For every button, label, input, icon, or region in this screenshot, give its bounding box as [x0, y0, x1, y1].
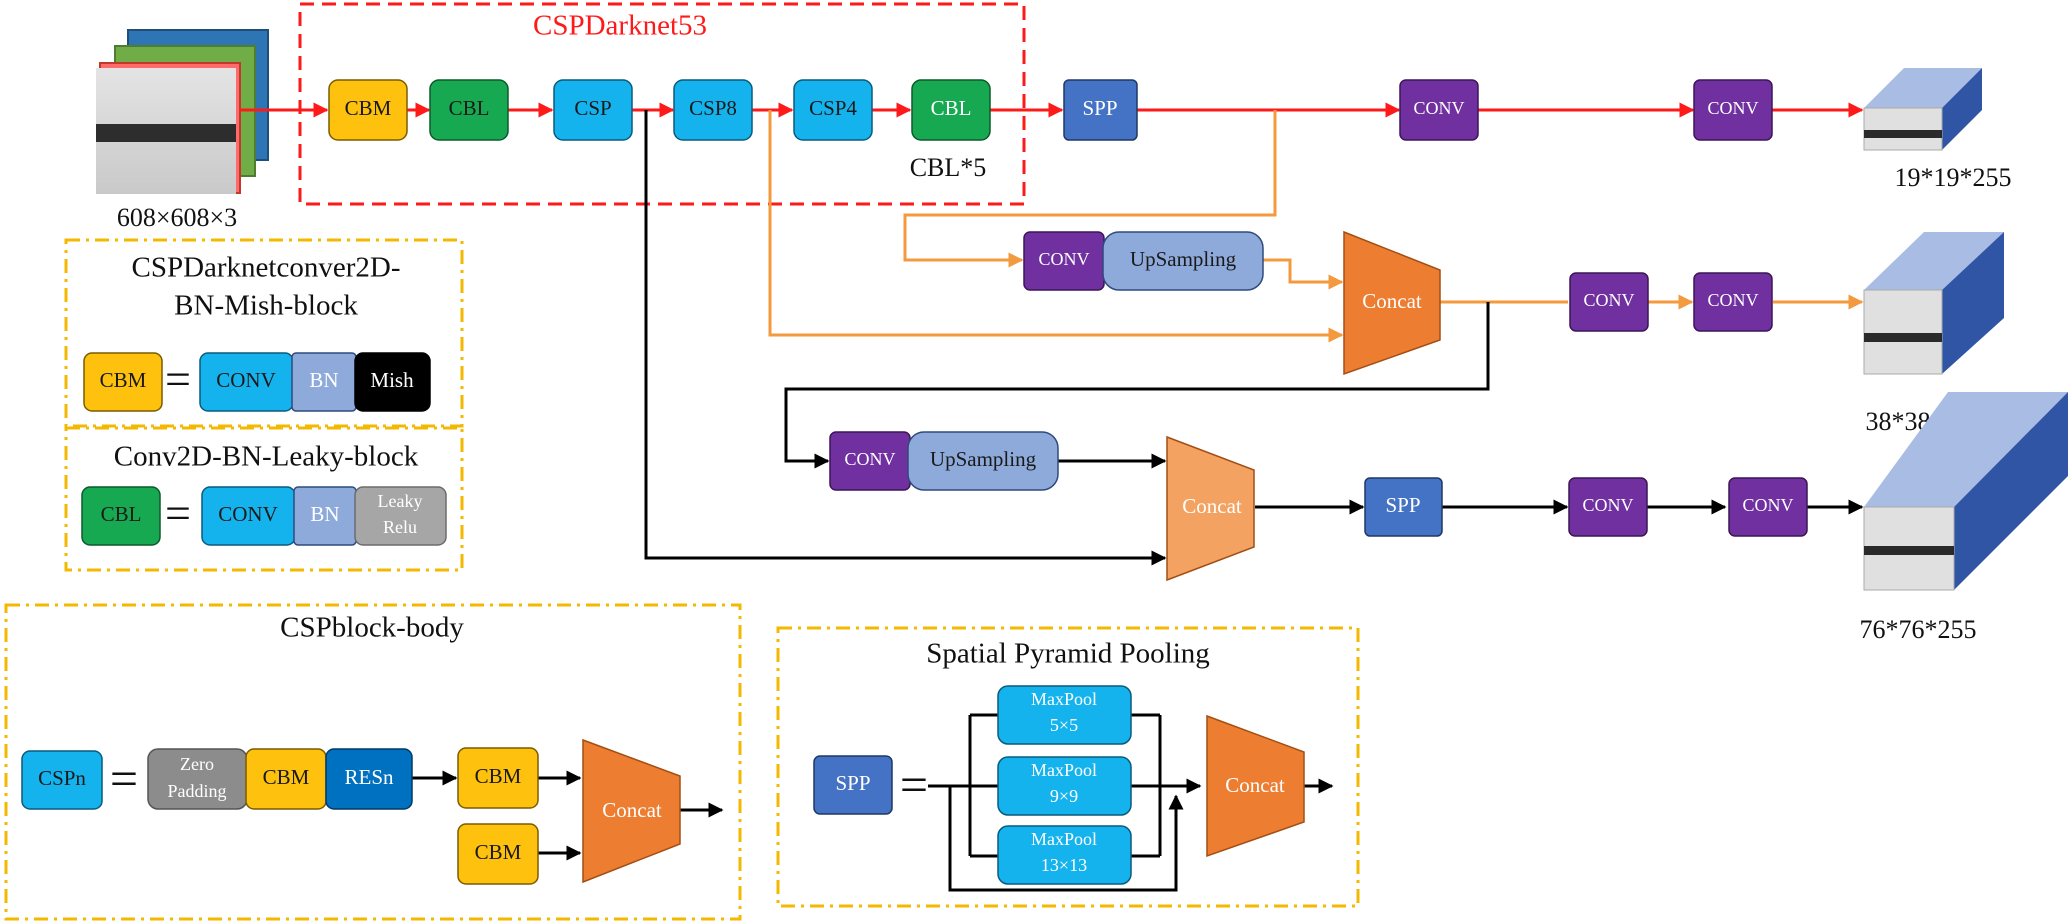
- backbone-cbl-block-2: CBL: [911, 79, 991, 141]
- svg-text:SPP: SPP: [1385, 493, 1420, 517]
- svg-text:=: =: [900, 756, 928, 812]
- svg-text:RESn: RESn: [344, 765, 394, 789]
- output-label-19: 19*19*255: [1895, 163, 2012, 192]
- svg-text:Concat: Concat: [1362, 289, 1422, 313]
- svg-text:Relu: Relu: [383, 517, 417, 537]
- input-image-stack: 608×608×3: [96, 29, 269, 232]
- svg-text:Padding: Padding: [167, 781, 226, 801]
- neck-upsampling-mid: UpSampling: [1102, 231, 1264, 291]
- svg-text:CONV: CONV: [218, 502, 278, 526]
- svg-text:Concat: Concat: [1225, 773, 1285, 797]
- neck-conv-mid-up: CONV: [1023, 231, 1105, 291]
- output-cube-76: 76*76*255: [1860, 392, 2068, 644]
- svg-text:CSP4: CSP4: [809, 96, 857, 120]
- orange-arrows: [768, 110, 1864, 343]
- svg-text:MaxPool: MaxPool: [1031, 689, 1097, 709]
- svg-text:MaxPool: MaxPool: [1031, 760, 1097, 780]
- svg-text:UpSampling: UpSampling: [930, 447, 1037, 471]
- svg-text:CONV: CONV: [844, 449, 895, 469]
- svg-text:CBM: CBM: [475, 840, 522, 864]
- svg-text:CBL: CBL: [449, 96, 490, 120]
- svg-text:CBM: CBM: [100, 368, 147, 392]
- svg-text:BN: BN: [310, 502, 339, 526]
- legend-cbm-title-1: CSPDarknetconver2D-: [131, 252, 400, 284]
- svg-text:=: =: [165, 488, 191, 539]
- svg-text:CONV: CONV: [1038, 249, 1089, 269]
- neck-conv-bottom-up: CONV: [829, 431, 911, 491]
- spp-title: Spatial Pyramid Pooling: [926, 638, 1210, 670]
- neck-conv-bottom-1: CONV: [1568, 477, 1648, 537]
- svg-text:CBM: CBM: [345, 96, 392, 120]
- svg-text:CONV: CONV: [1742, 495, 1793, 515]
- svg-text:SPP: SPP: [835, 771, 870, 795]
- output-cube-19: 19*19*255: [1863, 68, 2012, 192]
- cspblock-title: CSPblock-body: [280, 612, 464, 644]
- svg-text:Zero: Zero: [180, 754, 214, 774]
- neck-conv-top-2: CONV: [1693, 79, 1773, 141]
- backbone-dashed-frame: [298, 2, 1026, 206]
- input-size-label: 608×608×3: [117, 203, 237, 232]
- neck-conv-top-1: CONV: [1399, 79, 1479, 141]
- neck-conv-bottom-2: CONV: [1728, 477, 1808, 537]
- svg-text:CONV: CONV: [1707, 290, 1758, 310]
- svg-text:=: =: [165, 354, 191, 405]
- svg-text:5×5: 5×5: [1050, 715, 1078, 735]
- svg-text:CSP: CSP: [574, 96, 611, 120]
- svg-text:CONV: CONV: [1583, 290, 1634, 310]
- svg-text:UpSampling: UpSampling: [1130, 247, 1237, 271]
- cbl-repeat-label: CBL*5: [910, 153, 987, 182]
- neck-conv-mid-1: CONV: [1569, 272, 1649, 332]
- backbone-csp4-block: CSP4: [793, 79, 873, 141]
- svg-text:BN: BN: [309, 368, 338, 392]
- legend-cbm-title-2: BN-Mish-block: [174, 290, 358, 322]
- svg-text:SPP: SPP: [1082, 96, 1117, 120]
- backbone-cbm-block: CBM: [328, 79, 408, 141]
- svg-text:CONV: CONV: [1413, 98, 1464, 118]
- neck-conv-mid-2: CONV: [1693, 272, 1773, 332]
- svg-text:CONV: CONV: [216, 368, 276, 392]
- neck-concat-mid: Concat: [1343, 230, 1441, 376]
- backbone-cbl-block-1: CBL: [429, 79, 509, 141]
- svg-text:CSP8: CSP8: [689, 96, 737, 120]
- output-label-76: 76*76*255: [1860, 615, 1977, 644]
- neck-spp-bottom: SPP: [1364, 477, 1443, 537]
- legend-cbm-panel: CSPDarknetconver2D- BN-Mish-block CBM = …: [64, 238, 464, 428]
- svg-text:Concat: Concat: [602, 798, 662, 822]
- svg-text:Leaky: Leaky: [378, 491, 423, 511]
- backbone-csp-block: CSP: [553, 79, 633, 141]
- cspblock-panel: CSPblock-body CSPn = Zero Padding CBM RE…: [4, 603, 742, 921]
- legend-cbl-title: Conv2D-BN-Leaky-block: [114, 441, 419, 473]
- svg-text:Mish: Mish: [370, 368, 414, 392]
- backbone-csp8-block: CSP8: [673, 79, 753, 141]
- neck-spp-block: SPP: [1063, 79, 1138, 141]
- svg-text:CBL: CBL: [101, 502, 142, 526]
- neck-upsampling-bottom: UpSampling: [907, 431, 1059, 491]
- backbone-title: CSPDarknet53: [533, 10, 707, 42]
- svg-text:CBL: CBL: [931, 96, 972, 120]
- svg-text:CBM: CBM: [263, 765, 310, 789]
- svg-text:CONV: CONV: [1582, 495, 1633, 515]
- legend-cbl-panel: Conv2D-BN-Leaky-block CBL = CONV BN Leak…: [64, 426, 464, 572]
- svg-text:Concat: Concat: [1182, 494, 1242, 518]
- svg-text:CBM: CBM: [475, 764, 522, 788]
- output-cube-38: 38*38*255: [1863, 232, 2004, 436]
- spp-panel: Spatial Pyramid Pooling SPP = MaxPool 5×…: [776, 626, 1360, 908]
- svg-text:9×9: 9×9: [1050, 786, 1078, 806]
- svg-text:=: =: [110, 750, 138, 806]
- svg-text:13×13: 13×13: [1041, 855, 1087, 875]
- svg-text:CSPn: CSPn: [38, 766, 86, 790]
- neck-concat-bottom: Concat: [1166, 435, 1255, 582]
- input-photo-strip: [96, 124, 236, 142]
- black-arrows: [644, 110, 1864, 566]
- svg-text:CONV: CONV: [1707, 98, 1758, 118]
- svg-text:MaxPool: MaxPool: [1031, 829, 1097, 849]
